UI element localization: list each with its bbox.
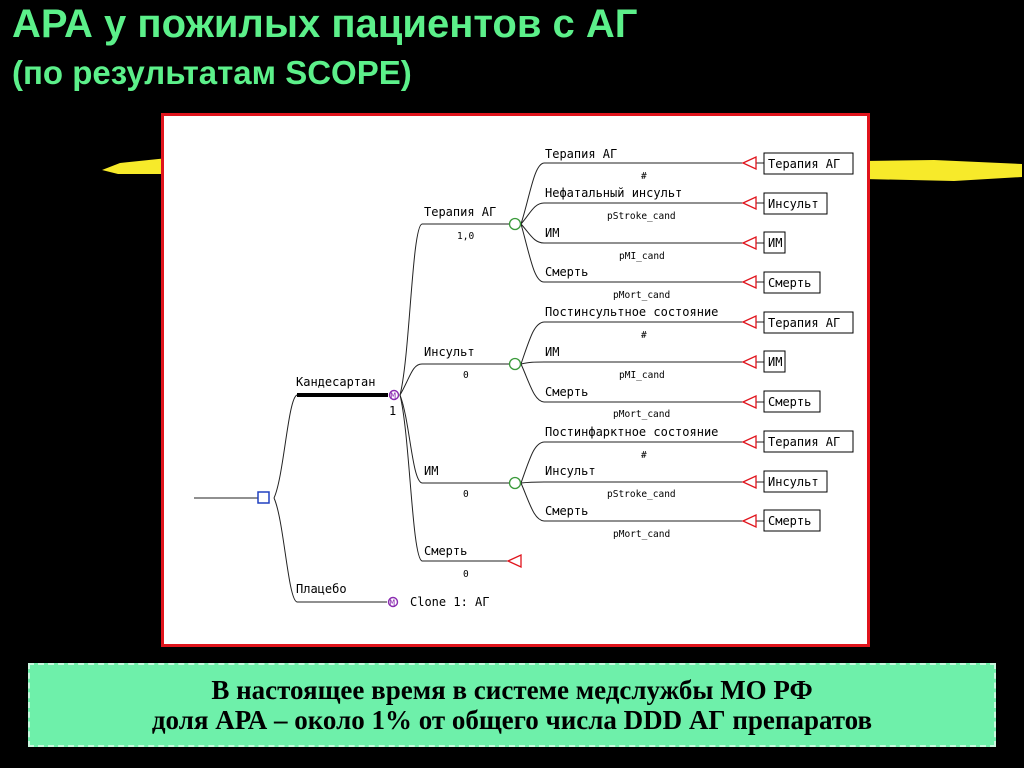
label-candesartan-prob: 1 — [389, 404, 396, 418]
prob-therapy: 1,0 — [457, 231, 474, 242]
g1-prob-therapy: # — [641, 171, 647, 182]
g2-label-post: Постинсультное состояние — [545, 305, 718, 319]
g1-label-therapy: Терапия АГ — [545, 147, 617, 161]
chance-node-therapy — [508, 217, 522, 231]
g2-label-mi: ИМ — [545, 345, 559, 359]
chance-node-mi — [508, 476, 522, 490]
terminal-box — [763, 470, 828, 493]
terminal-triangle — [741, 474, 757, 490]
label-therapy: Терапия АГ — [424, 205, 496, 219]
terminal-label: Терапия АГ — [768, 316, 840, 330]
terminal-triangle — [741, 314, 757, 330]
highlight-stroke-right — [864, 160, 1022, 181]
terminal-box — [763, 271, 821, 294]
terminal-box — [763, 350, 786, 373]
decision-tree-panel: M M Кандесартан 1 Плацебо Clone — [161, 113, 870, 647]
terminal-triangle — [741, 195, 757, 211]
g1-label-stroke: Нефатальный инсульт — [545, 186, 682, 200]
terminal-box — [763, 509, 821, 532]
slide-subtitle: (по результатам SCOPE) — [12, 54, 412, 91]
terminal-label: ИМ — [768, 355, 782, 369]
terminal-triangle — [741, 274, 757, 290]
note-line-2: доля АРА – около 1% от общего числа DDD … — [151, 705, 873, 735]
highlight-stroke-left — [102, 158, 168, 174]
terminal-triangle — [741, 434, 757, 450]
chance-node-stroke — [508, 357, 522, 371]
prob-mi: 0 — [463, 489, 469, 500]
terminal-label: Терапия АГ — [768, 157, 840, 171]
label-death: Смерть — [424, 544, 467, 558]
g3-prob-post: # — [641, 450, 647, 461]
g1-label-death: Смерть — [545, 265, 588, 279]
g3-label-post: Постинфарктное состояние — [545, 425, 718, 439]
g1-prob-mi: pMI_cand — [619, 251, 665, 262]
terminal-label: Терапия АГ — [768, 435, 840, 449]
terminal-label: Инсульт — [768, 475, 819, 489]
terminal-box — [763, 390, 821, 413]
g3-prob-death: pMort_cand — [613, 529, 670, 540]
note-line-1: В настоящее время в системе медслужбы МО… — [211, 675, 813, 705]
terminal-triangle — [741, 513, 757, 529]
label-placebo: Плацебо — [296, 582, 347, 596]
g1-prob-death: pMort_cand — [613, 290, 670, 301]
label-stroke: Инсульт — [424, 345, 475, 359]
edge-candesartan — [273, 394, 298, 499]
g1-label-mi: ИМ — [545, 226, 559, 240]
g3-prob-stroke: pStroke_cand — [607, 489, 676, 500]
terminal-box — [763, 231, 786, 254]
terminal-triangle — [741, 354, 757, 370]
svg-text:M: M — [391, 392, 397, 402]
g2-prob-death: pMort_cand — [613, 409, 670, 420]
svg-text:M: M — [390, 599, 396, 609]
label-mi: ИМ — [424, 464, 438, 478]
terminal-label: Смерть — [768, 395, 811, 409]
slide-title: АРА у пожилых пациентов с АГ — [12, 2, 638, 46]
terminal-label: ИМ — [768, 236, 782, 250]
markov-node-candesartan: M — [388, 389, 400, 402]
edge-therapy — [399, 223, 423, 396]
g3-label-death: Смерть — [545, 504, 588, 518]
label-placebo-clone: Clone 1: АГ — [410, 595, 489, 609]
terminal-box — [763, 192, 828, 215]
decision-tree: M M Кандесартан 1 Плацебо Clone — [194, 147, 854, 609]
g1-prob-stroke: pStroke_cand — [607, 211, 676, 222]
g2-label-death: Смерть — [545, 385, 588, 399]
prob-death: 0 — [463, 569, 469, 580]
g2-prob-mi: pMI_cand — [619, 370, 665, 381]
terminal-triangle-death — [506, 553, 522, 569]
terminal-box — [763, 311, 854, 334]
terminal-box — [763, 430, 854, 453]
g3-label-stroke: Инсульт — [545, 464, 596, 478]
terminal-triangle — [741, 155, 757, 171]
terminal-label: Смерть — [768, 514, 811, 528]
terminal-label: Смерть — [768, 276, 811, 290]
decision-node — [257, 491, 270, 504]
g2-prob-post: # — [641, 330, 647, 341]
terminal-label: Инсульт — [768, 197, 819, 211]
markov-node-placebo: M — [387, 596, 399, 609]
terminal-box — [763, 152, 854, 175]
terminal-triangle — [741, 394, 757, 410]
info-note: В настоящее время в системе медслужбы МО… — [28, 663, 996, 747]
label-candesartan: Кандесартан — [296, 375, 375, 389]
terminal-triangle — [741, 235, 757, 251]
edge-placebo — [273, 497, 298, 603]
prob-stroke: 0 — [463, 370, 469, 381]
